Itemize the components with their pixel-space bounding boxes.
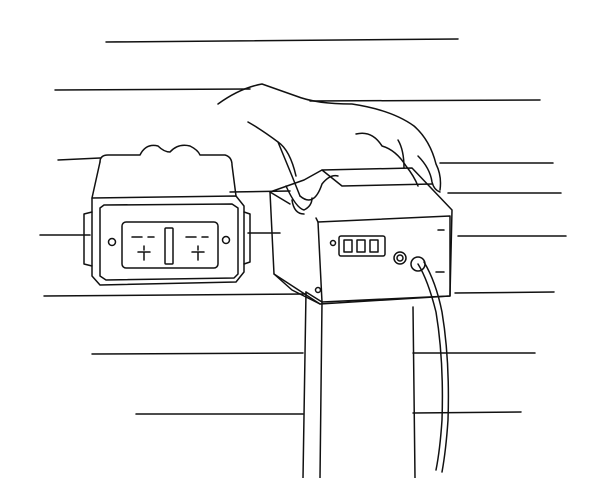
timer-control-box xyxy=(270,168,452,304)
wooden-post xyxy=(303,292,415,478)
wall-siding-lines xyxy=(40,39,566,414)
power-cord xyxy=(418,262,448,472)
hand xyxy=(218,84,441,214)
outdoor-duplex-receptacle-box xyxy=(84,145,250,285)
